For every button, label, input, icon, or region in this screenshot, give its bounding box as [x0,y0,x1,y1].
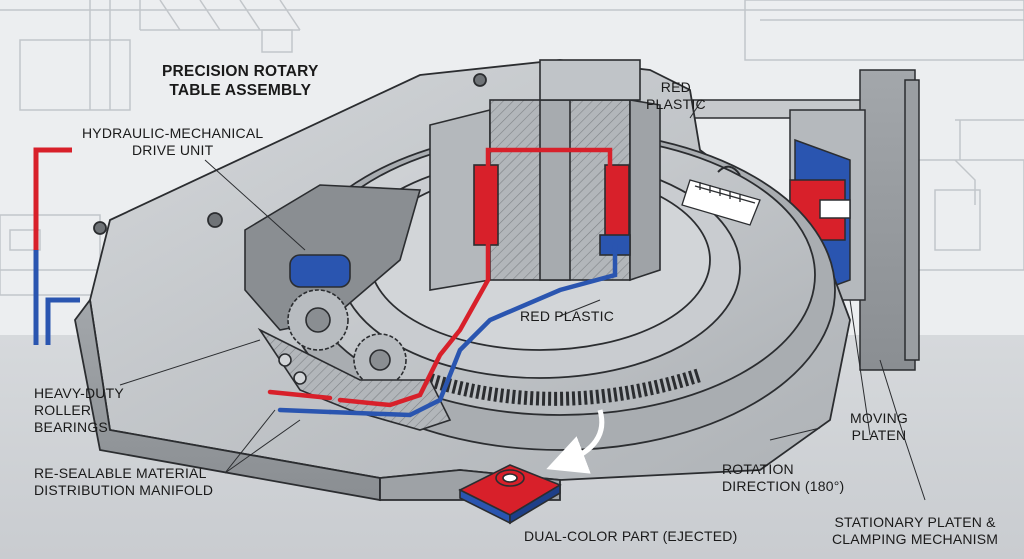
drive-unit-line-2: DRIVE UNIT [132,142,214,158]
title-label: PRECISION ROTARY TABLE ASSEMBLY [162,62,319,100]
rotation-scale [681,165,761,226]
drive-unit-label: HYDRAULIC-MECHANICAL DRIVE UNIT [82,125,263,159]
dual-color-part [458,464,562,525]
rotation-line-1: ROTATION [722,461,794,477]
moving-platen-line-1: MOVING [850,410,908,426]
bearings-label: HEAVY-DUTY ROLLER BEARINGS [34,385,124,436]
red-plastic-top-label: RED PLASTIC [646,79,706,113]
red-plastic-top-line-2: PLASTIC [646,96,706,112]
stationary-platen-label: STATIONARY PLATEN & CLAMPING MECHANISM [832,514,998,548]
cutaway-drive [244,184,452,431]
bearings-line-2: ROLLER [34,402,92,418]
title-line-1: PRECISION ROTARY [162,63,319,80]
manifold-label: RE-SEALABLE MATERIAL DISTRIBUTION MANIFO… [34,465,213,499]
red-plastic-top-line-1: RED [660,79,691,95]
part-text: DUAL-COLOR PART (EJECTED) [524,528,738,544]
bearings-line-3: BEARINGS [34,419,108,435]
stationary-platen-line-2: CLAMPING MECHANISM [832,531,999,547]
moving-platen-line-2: PLATEN [851,427,907,443]
part-label: DUAL-COLOR PART (EJECTED) [524,528,737,545]
red-plastic-mid-text: RED PLASTIC [520,308,614,324]
mold-block [429,59,661,291]
rotation-label: ROTATION DIRECTION (180°) [722,461,844,495]
bearings-line-1: HEAVY-DUTY [34,385,124,401]
manifold-line-2: DISTRIBUTION MANIFOLD [34,482,214,498]
flow-channels [267,147,618,418]
title-line-2: TABLE ASSEMBLY [169,82,312,99]
stationary-platen-line-1: STATIONARY PLATEN & [834,514,996,530]
eject-arrow [546,409,605,474]
supply-lines-left [33,147,80,345]
manifold-line-1: RE-SEALABLE MATERIAL [34,465,207,481]
red-plastic-mid-label: RED PLASTIC [520,308,614,325]
leader-lines [119,99,926,501]
rotation-line-2: DIRECTION (180°) [722,478,845,494]
moving-platen-label: MOVING PLATEN [850,410,908,444]
drive-unit-line-1: HYDRAULIC-MECHANICAL [82,125,264,141]
